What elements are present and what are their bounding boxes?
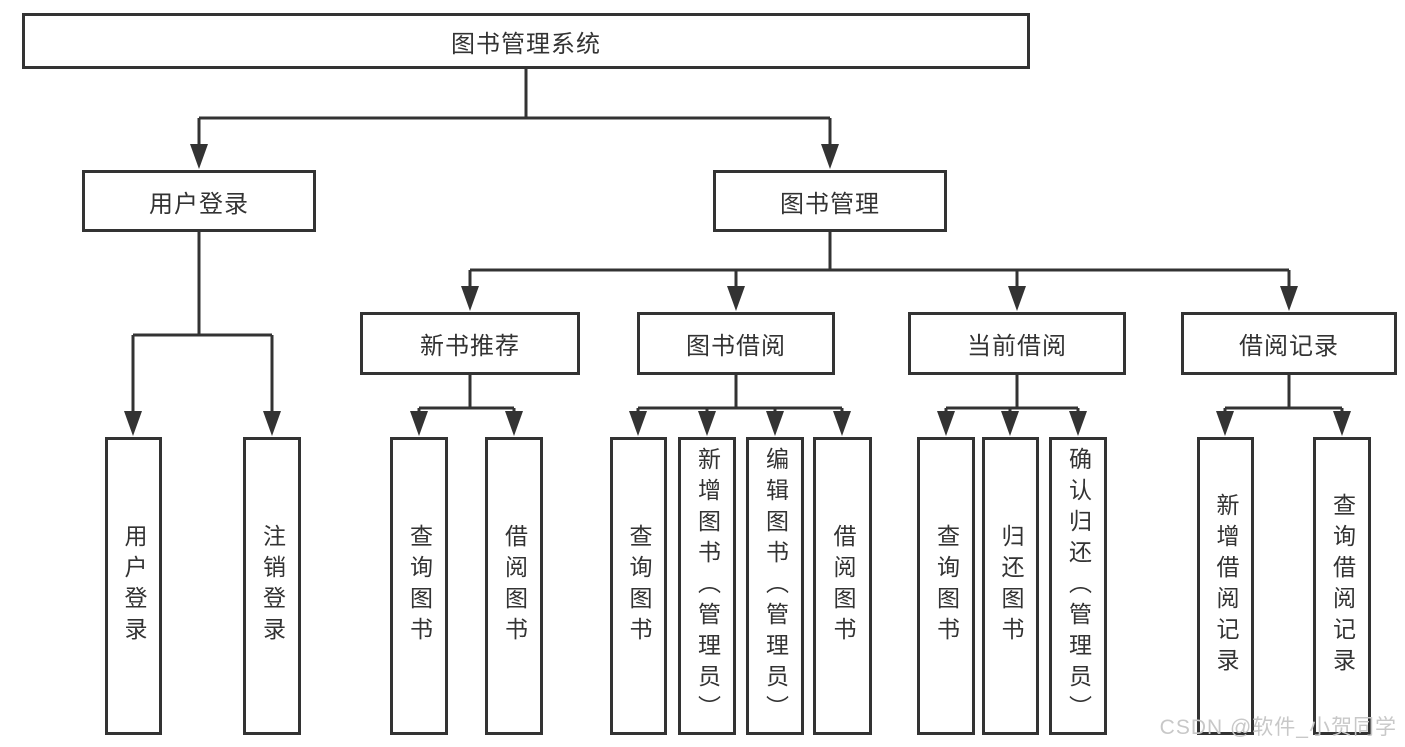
node-book-borrow: 图书借阅 xyxy=(637,312,835,375)
leaf-query-borrow-record: 查询借阅记录 xyxy=(1313,437,1371,735)
leaf-user-login: 用户登录 xyxy=(105,437,162,735)
node-new-book-recommend: 新书推荐 xyxy=(360,312,580,375)
connector-user-login-branch xyxy=(131,232,274,418)
leaf-add-books-admin: 新增图书（管理员） xyxy=(678,437,736,735)
leaf-borrow-books: 借阅图书 xyxy=(813,437,872,735)
arrow-into-book-management xyxy=(821,144,839,169)
leaf-query-books-borrow: 查询图书 xyxy=(610,437,667,735)
csdn-watermark: CSDN @软件_小贺同学 xyxy=(1159,716,1397,739)
leaf-borrow-books-recommend: 借阅图书 xyxy=(485,437,543,735)
leaf-query-books-recommend: 查询图书 xyxy=(390,437,448,735)
connector-book-management-branch xyxy=(468,232,1291,292)
connector-root-to-level2 xyxy=(197,69,832,150)
leaf-return-books: 归还图书 xyxy=(982,437,1039,735)
leaf-logout: 注销登录 xyxy=(243,437,301,735)
node-current-borrow: 当前借阅 xyxy=(908,312,1126,375)
node-user-login: 用户登录 xyxy=(82,170,316,232)
node-system-root: 图书管理系统 xyxy=(22,13,1030,69)
connector-borrow-record-branch xyxy=(1223,375,1344,416)
node-book-management: 图书管理 xyxy=(713,170,947,232)
node-borrow-record: 借阅记录 xyxy=(1181,312,1397,375)
arrow-into-user-login xyxy=(190,144,208,169)
connector-new-book-branch xyxy=(417,375,516,416)
leaf-confirm-return-admin: 确认归还（管理员） xyxy=(1049,437,1107,735)
leaf-add-borrow-record: 新增借阅记录 xyxy=(1197,437,1254,735)
leaf-edit-books-admin: 编辑图书（管理员） xyxy=(746,437,804,735)
connector-book-borrow-branch xyxy=(636,375,844,416)
connector-current-borrow-branch xyxy=(944,375,1080,416)
leaf-query-books-current: 查询图书 xyxy=(917,437,975,735)
